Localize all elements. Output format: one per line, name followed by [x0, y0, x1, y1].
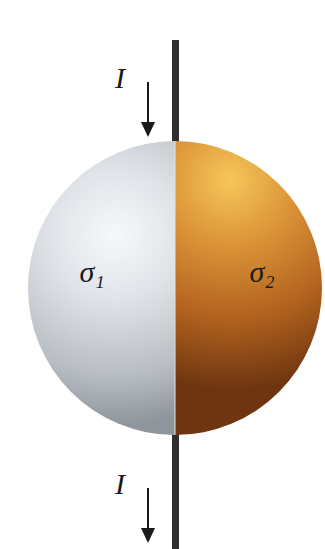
current-arrow — [141, 82, 155, 137]
copper-hemisphere — [175, 141, 322, 435]
current-label: I — [115, 63, 125, 93]
seam — [175, 141, 176, 435]
silver-hemisphere — [28, 141, 175, 435]
conductivity-label: σ₂ — [249, 257, 274, 287]
current-label: I — [115, 469, 125, 499]
conductivity-label: σ₁ — [79, 257, 104, 287]
current-arrow — [141, 488, 155, 543]
